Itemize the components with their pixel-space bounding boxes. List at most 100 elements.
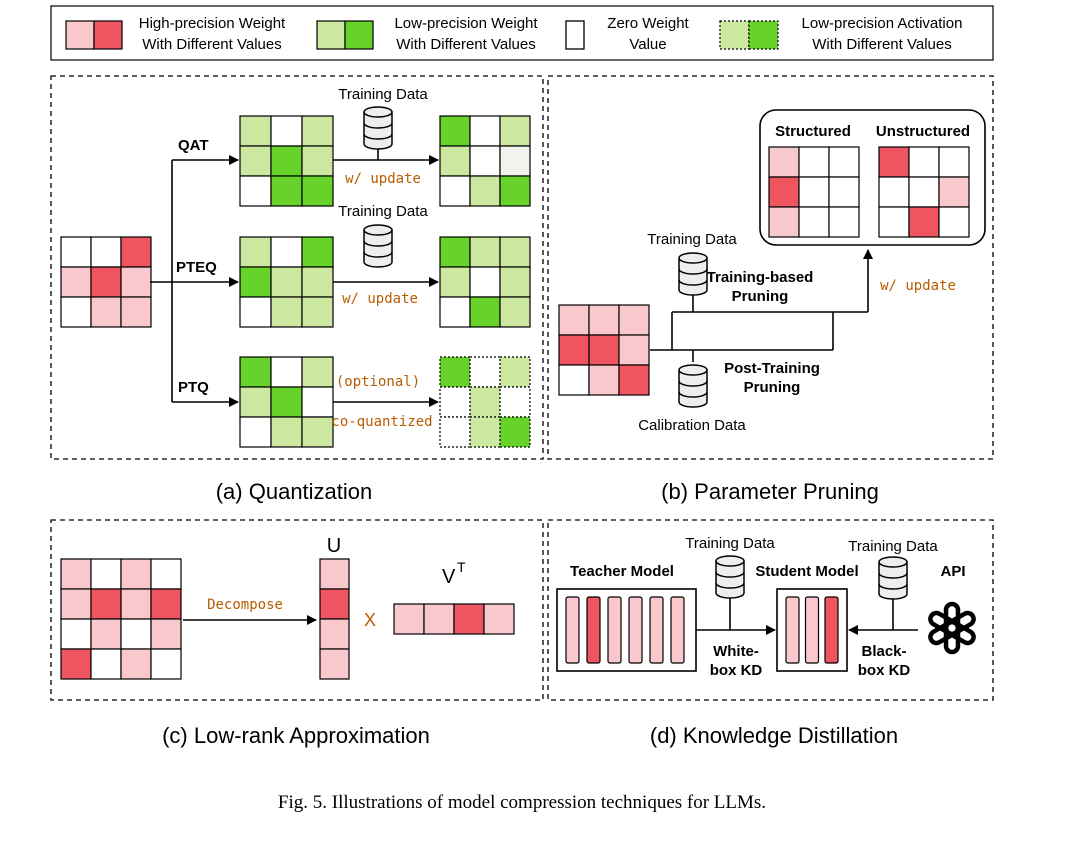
- matrix-cell: [239, 296, 272, 328]
- matrix-cell: [439, 236, 471, 268]
- legend-high-precision-line2: With Different Values: [142, 36, 282, 53]
- matrix-cell: [499, 296, 531, 328]
- matrix-cell: [270, 416, 303, 448]
- panel-lowrank: [50, 519, 544, 701]
- matrix-cell: [938, 206, 970, 238]
- matrix-cell: [270, 236, 303, 268]
- structured-matrix: [768, 146, 860, 238]
- source-weight-matrix: [60, 236, 152, 328]
- matrix-cell: [239, 115, 272, 147]
- legend-zero-swatch: [565, 20, 585, 50]
- u-vector: [319, 558, 350, 680]
- matrix-cell: [878, 206, 910, 238]
- unstructured-label: Unstructured: [876, 123, 970, 140]
- matrix-cell: [798, 206, 830, 238]
- matrix-cell: [301, 356, 334, 388]
- student-layers: [785, 596, 839, 664]
- qat-label: QAT: [178, 137, 209, 154]
- matrix-cell: [93, 20, 123, 50]
- distillation-diagram: Training Data Training Data Teacher Mode…: [556, 535, 976, 679]
- caption-lowrank: (c) Low-rank Approximation: [162, 723, 430, 748]
- matrix-cell: [469, 175, 501, 207]
- model-layer: [670, 596, 685, 664]
- student-model-label: Student Model: [755, 563, 858, 580]
- matrix-cell: [469, 236, 501, 268]
- matrix-cell: [798, 146, 830, 178]
- matrix-cell: [60, 266, 92, 298]
- pteq-label: PTEQ: [176, 259, 217, 276]
- matrix-cell: [239, 386, 272, 418]
- matrix-cell: [558, 364, 590, 396]
- matrix-cell: [301, 416, 334, 448]
- lowrank-diagram: Decompose U X V T: [60, 535, 515, 680]
- matrix-cell: [120, 296, 152, 328]
- matrix-cell: [319, 588, 350, 620]
- matrix-cell: [120, 266, 152, 298]
- legend-low-precision-swatch: [316, 20, 374, 50]
- matrix-cell: [499, 386, 531, 418]
- pruning-training-data-label: Training Data: [647, 231, 737, 248]
- decompose-label: Decompose: [207, 597, 283, 613]
- model-layer: [649, 596, 664, 664]
- training-based-line2: Pruning: [732, 288, 789, 305]
- matrix-cell: [938, 176, 970, 208]
- caption-distillation: (d) Knowledge Distillation: [650, 723, 898, 748]
- legend-activation-line2: With Different Values: [812, 36, 952, 53]
- pteq-database-icon: [363, 224, 393, 268]
- legend-low-precision-line1: Low-precision Weight: [394, 15, 538, 32]
- legend-low-precision-line2: With Different Values: [396, 36, 536, 53]
- matrix-cell: [301, 115, 334, 147]
- matrix-cell: [469, 356, 501, 388]
- matrix-cell: [60, 618, 92, 650]
- matrix-cell: [768, 176, 800, 208]
- model-layer: [586, 596, 601, 664]
- matrix-cell: [301, 236, 334, 268]
- legend-activation-swatch: [719, 20, 779, 50]
- ptq-input-matrix: [239, 356, 334, 448]
- legend: High-precision Weight With Different Val…: [50, 5, 994, 61]
- qat-training-data-label: Training Data: [338, 86, 428, 103]
- matrix-cell: [120, 618, 152, 650]
- matrix-cell: [828, 146, 860, 178]
- pruning-training-database-icon: [678, 252, 708, 296]
- legend-zero-line2: Value: [629, 36, 666, 53]
- pruning-diagram: Structured Unstructured Training Data Tr…: [558, 109, 986, 434]
- matrix-cell: [439, 115, 471, 147]
- matrix-cell: [908, 206, 940, 238]
- matrix-cell: [469, 145, 501, 177]
- caption-pruning: (b) Parameter Pruning: [661, 479, 879, 504]
- matrix-cell: [588, 334, 620, 366]
- qat-database-icon: [363, 106, 393, 150]
- matrix-cell: [588, 304, 620, 336]
- model-layer: [785, 596, 800, 664]
- black-box-line1: Black-: [861, 643, 906, 660]
- matrix-cell: [60, 558, 92, 590]
- matrix-cell: [499, 356, 531, 388]
- matrix-cell: [768, 146, 800, 178]
- pruning-source-matrix: [558, 304, 650, 396]
- legend-high-precision-swatch: [65, 20, 123, 50]
- matrix-cell: [270, 296, 303, 328]
- model-layer: [804, 596, 820, 664]
- matrix-cell: [120, 588, 152, 620]
- calibration-data-label: Calibration Data: [638, 417, 746, 434]
- matrix-cell: [90, 236, 122, 268]
- matrix-cell: [423, 603, 455, 635]
- matrix-cell: [469, 296, 501, 328]
- matrix-cell: [270, 356, 303, 388]
- matrix-cell: [301, 386, 334, 418]
- matrix-cell: [60, 296, 92, 328]
- matrix-cell: [270, 266, 303, 298]
- teacher-layers: [565, 596, 685, 664]
- matrix-cell: [90, 558, 122, 590]
- kd-training-data-label-1: Training Data: [685, 535, 775, 552]
- model-layer: [628, 596, 643, 664]
- matrix-cell: [301, 145, 334, 177]
- panel-quantization: [50, 75, 544, 460]
- matrix-cell: [60, 236, 92, 268]
- matrix-cell: [558, 304, 590, 336]
- model-layer: [824, 596, 839, 664]
- matrix-cell: [270, 115, 303, 147]
- matrix-cell: [270, 145, 303, 177]
